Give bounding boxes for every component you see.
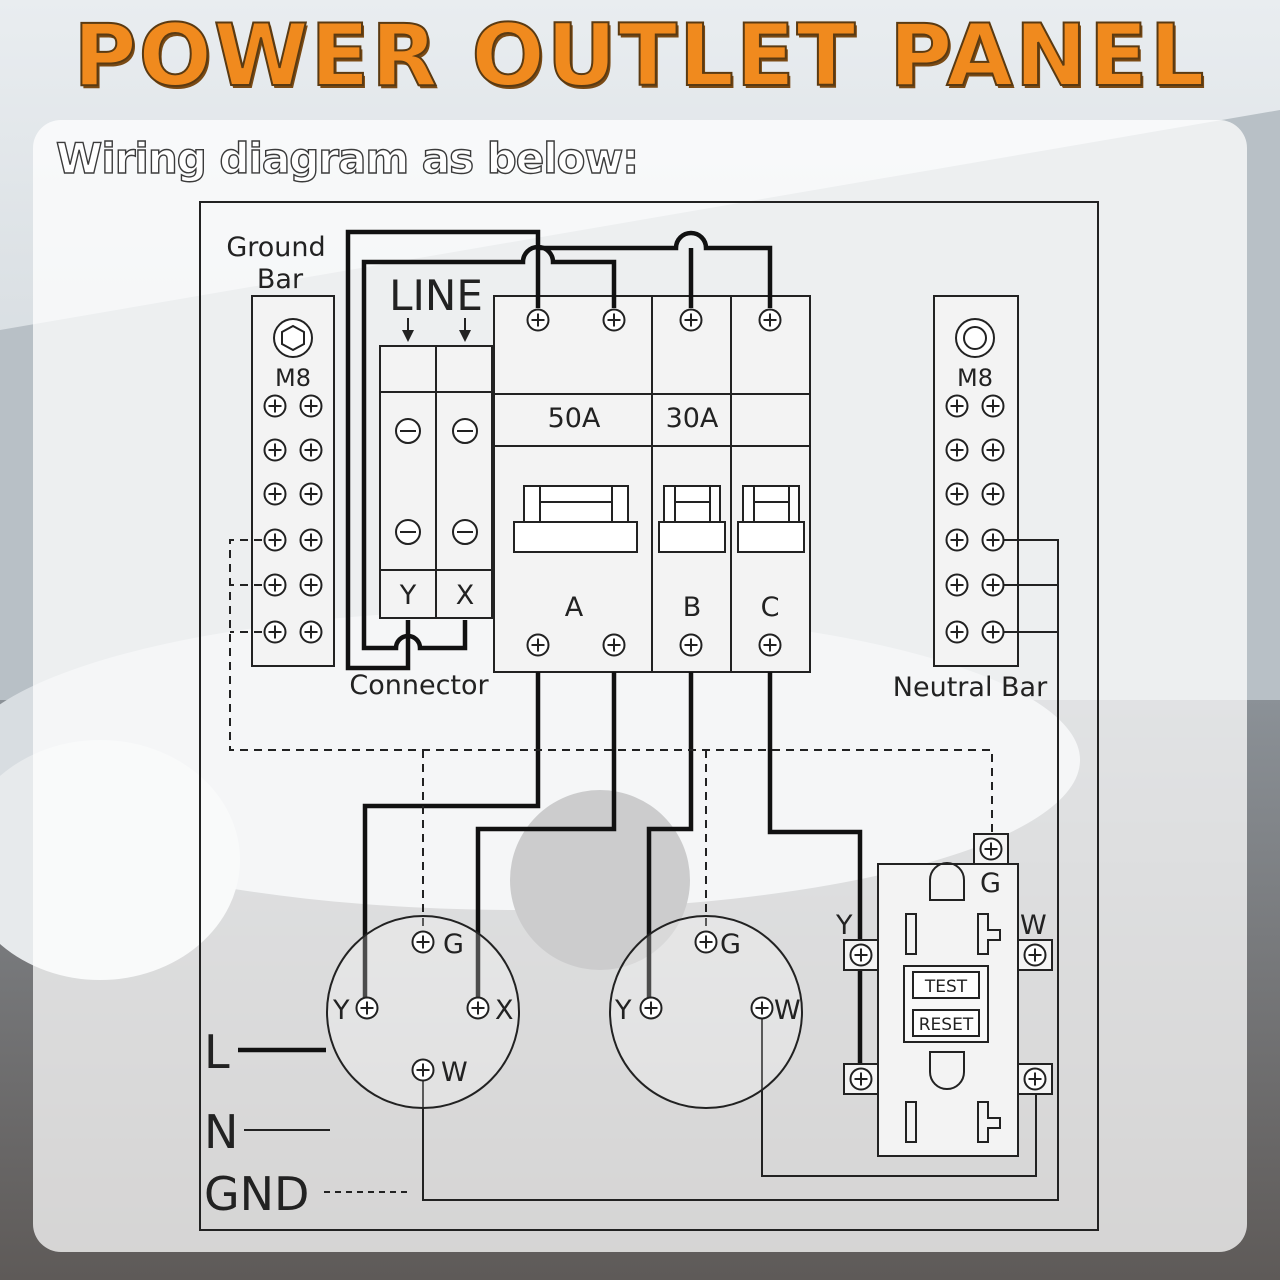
gfci-ground-slot-icon xyxy=(929,1051,965,1090)
legend-n-label: N xyxy=(204,1105,238,1159)
connector-terminal-x: X xyxy=(456,580,475,611)
page-subtitle: Wiring diagram as below: xyxy=(55,133,639,183)
outlet-50a-w-label: W xyxy=(441,1057,468,1088)
connector-block: Y X Connector xyxy=(349,345,493,701)
enclosure-outline xyxy=(199,201,1099,1231)
neutral-bar-bolt-size: M8 xyxy=(957,364,993,392)
gfci-y-label: Y xyxy=(835,910,853,941)
ground-bar-bolt-size: M8 xyxy=(275,364,311,392)
gfci-test-button xyxy=(912,971,980,999)
legend-gnd-label: GND xyxy=(204,1167,309,1221)
ground-bar-label: Ground xyxy=(226,232,325,263)
line-label: LINE xyxy=(389,271,483,320)
arrow-down-icon xyxy=(459,330,471,342)
ground-bar-label-2: Bar xyxy=(257,264,304,295)
outlet-50a-y-label: Y xyxy=(332,995,350,1026)
page-title: POWER OUTLET PANEL xyxy=(73,5,1207,107)
neutral-bar: M8 Neutral Bar xyxy=(893,295,1048,703)
neutral-bar-label: Neutral Bar xyxy=(893,672,1048,703)
neutral-wires xyxy=(422,539,1059,1201)
breaker-a-letter: A xyxy=(565,592,584,623)
line-feed-wires xyxy=(345,229,773,671)
outlet-30a: G Y W xyxy=(609,915,803,1109)
breaker-panel: 50A 30A A B C xyxy=(493,295,811,673)
legend-l-label: L xyxy=(204,1025,230,1079)
outlet-30a-g-label: G xyxy=(720,929,741,960)
breaker-a-handle-icon xyxy=(513,485,638,553)
gfci-hot-slot-icon xyxy=(977,913,1001,955)
breaker-b-handle-icon xyxy=(658,485,726,553)
line-feed: LINE xyxy=(389,271,483,342)
ground-bar-main-bolt-icon xyxy=(273,318,313,358)
gfci-hot-slot-icon xyxy=(977,1101,1001,1143)
breaker-b-rating: 30A xyxy=(666,403,719,434)
arrow-down-icon xyxy=(402,330,414,342)
breaker-b-letter: B xyxy=(683,592,702,623)
ground-wires xyxy=(229,539,993,940)
gfci-g-label: G xyxy=(980,868,1001,899)
gfci-neutral-slot-icon xyxy=(905,913,917,955)
outlet-30a-w-label: W xyxy=(774,995,801,1026)
outlet-30a-y-label: Y xyxy=(614,995,632,1026)
connector-terminal-y: Y xyxy=(399,580,417,611)
wire-legend: L N GND xyxy=(204,1025,412,1221)
breaker-c-handle-icon xyxy=(737,485,805,553)
gfci-ground-slot-icon xyxy=(929,862,965,901)
outlet-50a: G Y X W xyxy=(326,915,520,1109)
breaker-c-letter: C xyxy=(761,592,780,623)
gfci-reset-button xyxy=(912,1009,980,1037)
ground-bar: Ground Bar M8 xyxy=(226,232,335,667)
gfci-receptacle: G Y W TEST RESET xyxy=(835,833,1053,1157)
breaker-a-rating: 50A xyxy=(548,403,601,434)
gfci-w-label: W xyxy=(1020,910,1047,941)
gfci-neutral-slot-icon xyxy=(905,1101,917,1143)
neutral-bar-main-bolt-icon xyxy=(955,318,995,358)
outlet-50a-x-label: X xyxy=(495,995,514,1026)
gfci-reset-label: RESET xyxy=(919,1015,974,1035)
outlet-50a-g-label: G xyxy=(443,929,464,960)
gfci-test-label: TEST xyxy=(924,977,968,997)
connector-label: Connector xyxy=(349,670,489,701)
